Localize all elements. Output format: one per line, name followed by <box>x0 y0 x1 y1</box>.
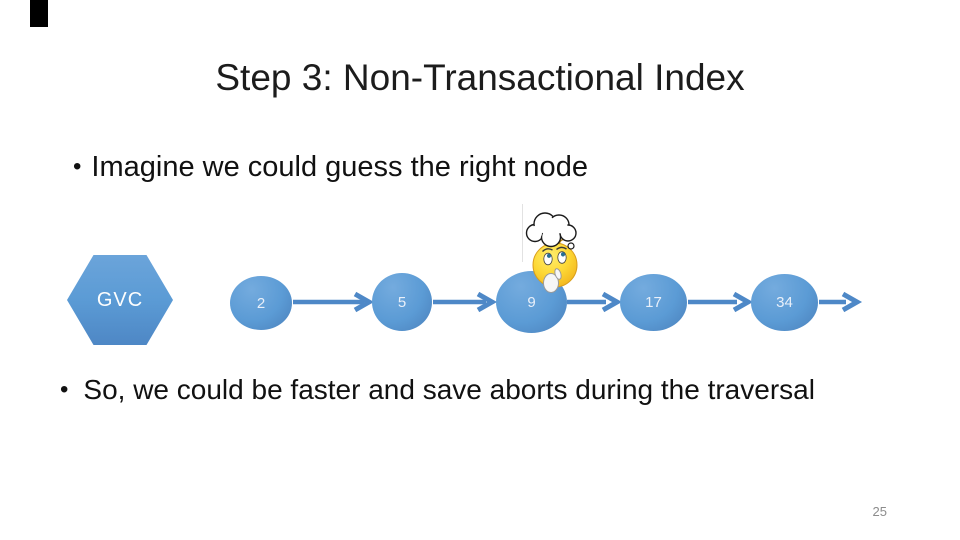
thinking-emoji-icon <box>525 212 578 293</box>
index-node-2: 2 <box>230 276 292 330</box>
bullet-text: So, we could be faster and save aborts d… <box>83 374 815 405</box>
page-number: 25 <box>872 504 887 519</box>
clipart-edge-line <box>522 204 523 262</box>
bullet-text: Imagine we could guess the right node <box>91 151 588 183</box>
node-label: 5 <box>397 293 407 311</box>
gvc-hexagon-node: GVC <box>67 255 173 345</box>
gvc-label: GVC <box>96 288 144 311</box>
node-label: 17 <box>645 294 662 311</box>
index-node-17: 17 <box>620 274 687 331</box>
node-label: 34 <box>776 294 793 311</box>
bullet-item: • Imagine we could guess the right node <box>73 151 588 184</box>
index-node-34: 34 <box>751 274 818 331</box>
corner-mark <box>30 0 48 27</box>
bullet-glyph: • <box>73 153 82 180</box>
slide-title: Step 3: Non-Transactional Index <box>215 57 745 98</box>
index-node-5: 5 <box>372 273 432 331</box>
bullet-glyph: • <box>60 376 69 403</box>
bullet-item: • So, we could be faster and save aborts… <box>60 374 815 406</box>
node-label: 2 <box>256 294 266 312</box>
node-label: 9 <box>527 293 536 311</box>
